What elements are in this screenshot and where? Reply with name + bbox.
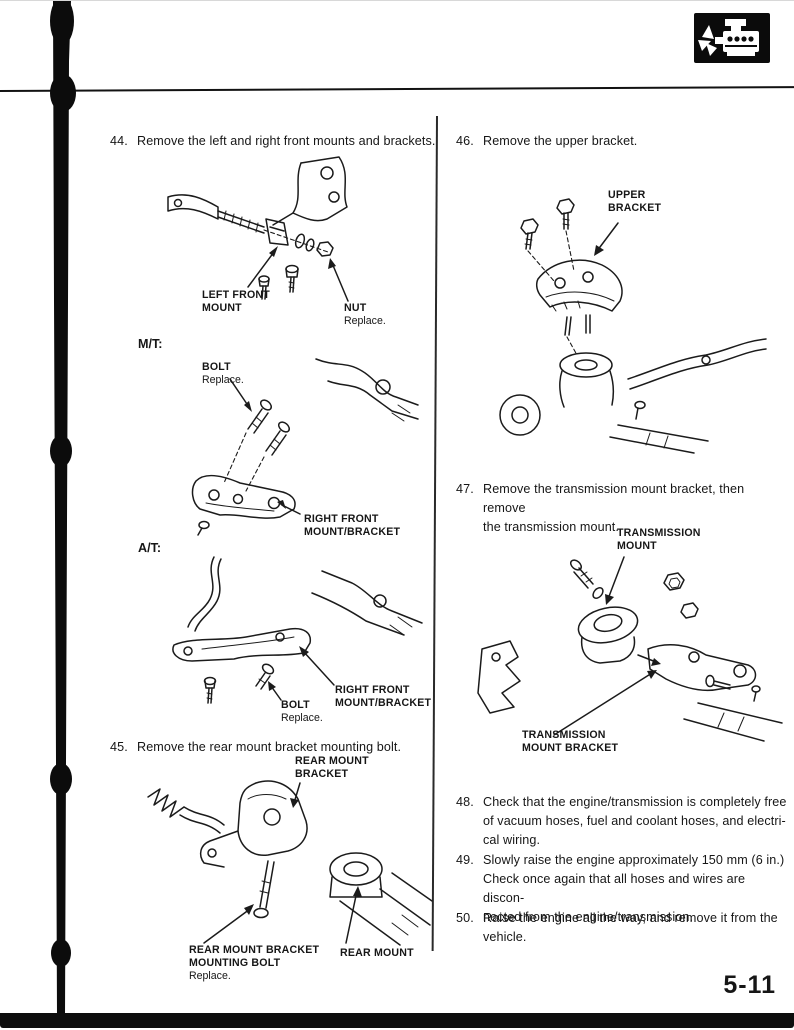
page-number: 5-11	[723, 971, 776, 999]
callout-bolt-mt-note: Replace.	[202, 374, 244, 386]
callout-rear-mount-bracket-mounting-bolt: REAR MOUNT BRACKET MOUNTING BOLT	[189, 944, 320, 969]
header-rule	[0, 86, 794, 93]
mt-right-front-mount-diagram	[191, 358, 419, 536]
step-47-number: 47.	[456, 482, 474, 496]
callout-bolt-mt: BOLT	[202, 361, 231, 373]
step-46-text: Remove the upper bracket.	[483, 134, 638, 148]
left-front-mount-diagram	[167, 156, 349, 302]
rear-mount-diagram	[147, 780, 433, 946]
step-47: 47. Remove the transmission mount bracke…	[456, 480, 788, 537]
step-50-text: Raise the engine all the way, and remove…	[483, 911, 778, 944]
callout-right-front-mount-at: RIGHT FRONT MOUNT/BRACKET	[335, 684, 432, 709]
at-right-front-mount-diagram	[172, 556, 423, 704]
step-44: 44. Remove the left and right front moun…	[110, 132, 446, 151]
step-47-text: Remove the transmission mount bracket, t…	[483, 482, 745, 534]
section-label-at: A/T:	[138, 541, 162, 555]
step-45-number: 45.	[110, 740, 128, 754]
callout-nut: NUT	[344, 302, 367, 314]
callout-upper-bracket: UPPER BRACKET	[608, 189, 662, 214]
callout-nut-note: Replace.	[344, 315, 386, 327]
engine-icon	[694, 13, 770, 63]
callout-right-front-mount-mt: RIGHT FRONT MOUNT/BRACKET	[304, 513, 401, 538]
callout-bolt-at: BOLT	[281, 699, 310, 711]
step-49: 49. Slowly raise the engine approximatel…	[456, 851, 788, 927]
step-49-text: Slowly raise the engine approximately 15…	[483, 853, 785, 924]
footer-bar	[0, 1013, 794, 1028]
callout-rear-mount-bolt-note: Replace.	[189, 970, 231, 982]
step-49-number: 49.	[456, 853, 474, 867]
engine-icon-glyph	[698, 19, 759, 56]
callout-left-front-mount: LEFT FRONT MOUNT	[202, 289, 270, 314]
step-50: 50. Raise the engine all the way, and re…	[456, 909, 788, 947]
binding-edge	[50, 1, 76, 1017]
step-48: 48. Check that the engine/transmission i…	[456, 793, 788, 850]
callout-transmission-mount: TRANSMISSION MOUNT	[617, 527, 701, 552]
step-45-text: Remove the rear mount bracket mounting b…	[137, 740, 402, 754]
callout-rear-mount: REAR MOUNT	[340, 947, 414, 959]
step-50-number: 50.	[456, 911, 474, 925]
step-44-text: Remove the left and right front mounts a…	[137, 134, 436, 148]
step-48-number: 48.	[456, 795, 474, 809]
callout-bolt-at-note: Replace.	[281, 712, 323, 724]
step-48-text: Check that the engine/transmission is co…	[483, 795, 787, 847]
step-46-number: 46.	[456, 134, 474, 148]
step-44-number: 44.	[110, 134, 128, 148]
transmission-mount-diagram	[477, 556, 783, 742]
step-45: 45. Remove the rear mount bracket mounti…	[110, 738, 446, 757]
section-label-mt: M/T:	[138, 337, 163, 351]
step-46: 46. Remove the upper bracket.	[456, 132, 786, 151]
upper-bracket-diagram	[499, 198, 767, 454]
callout-rear-mount-bracket: REAR MOUNT BRACKET	[295, 755, 369, 780]
callout-transmission-mount-bracket: TRANSMISSION MOUNT BRACKET	[522, 729, 619, 754]
